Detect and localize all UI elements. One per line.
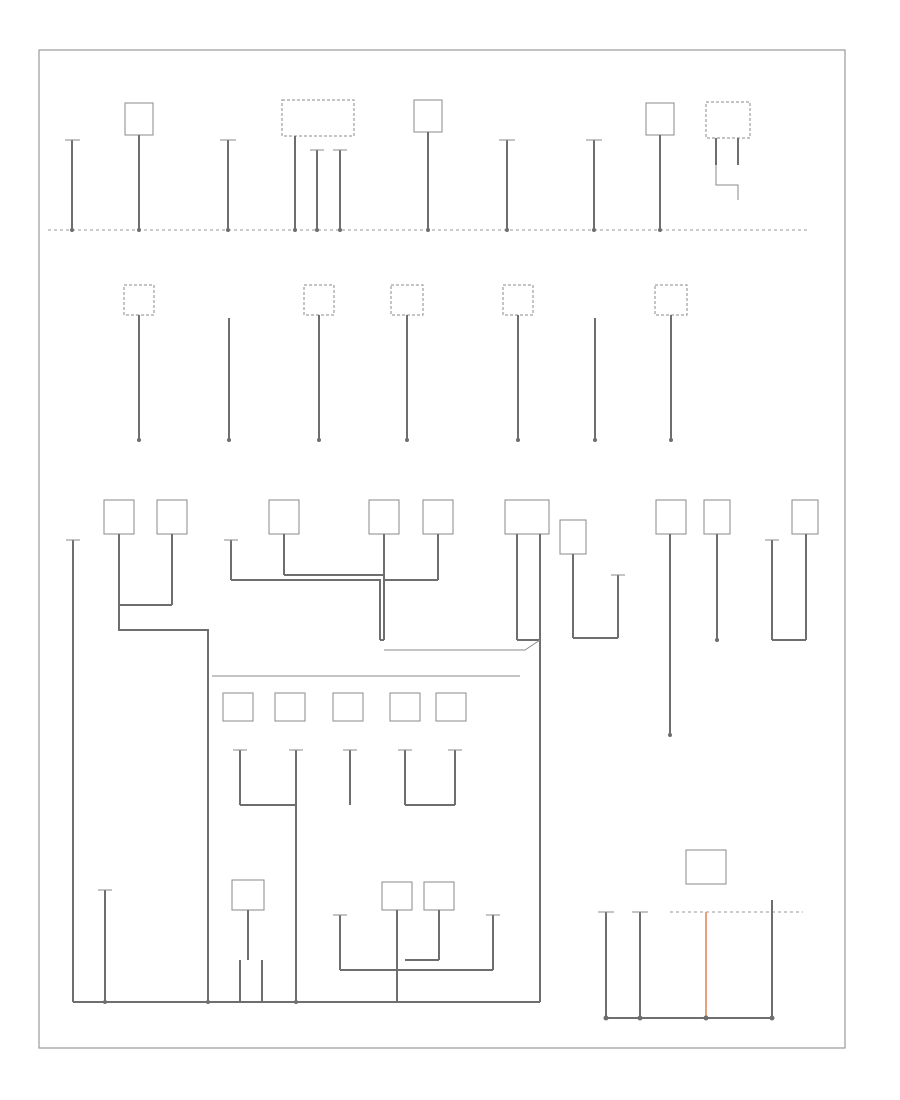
lower-center-components	[73, 660, 540, 1004]
component-box	[703, 499, 731, 535]
component-box	[559, 519, 587, 555]
row-3-components	[66, 499, 819, 1002]
component-box	[423, 881, 455, 911]
component-box	[222, 692, 254, 722]
component-box	[303, 284, 335, 316]
component-box	[685, 849, 727, 885]
component-box	[389, 692, 421, 722]
component-box	[655, 499, 687, 535]
component-box	[413, 99, 443, 133]
component-box	[368, 499, 400, 535]
component-box	[654, 284, 688, 316]
component-box	[156, 499, 188, 535]
component-box	[645, 102, 675, 136]
component-box	[103, 499, 135, 535]
component-box	[390, 284, 424, 316]
row-2-components	[123, 284, 688, 442]
component-box	[231, 879, 265, 911]
component-box	[791, 499, 819, 535]
component-box	[705, 101, 751, 139]
component-box	[381, 881, 413, 911]
row-1-components	[48, 99, 808, 232]
component-box	[502, 284, 534, 316]
component-box	[123, 284, 155, 316]
component-box	[332, 692, 364, 722]
lower-right-components	[598, 849, 803, 1021]
component-box	[435, 692, 467, 722]
component-box	[274, 692, 306, 722]
component-box	[504, 499, 550, 535]
component-box	[268, 499, 300, 535]
component-box	[422, 499, 454, 535]
component-box	[281, 99, 355, 137]
diagram-frame	[38, 49, 846, 1049]
component-box	[124, 102, 154, 136]
